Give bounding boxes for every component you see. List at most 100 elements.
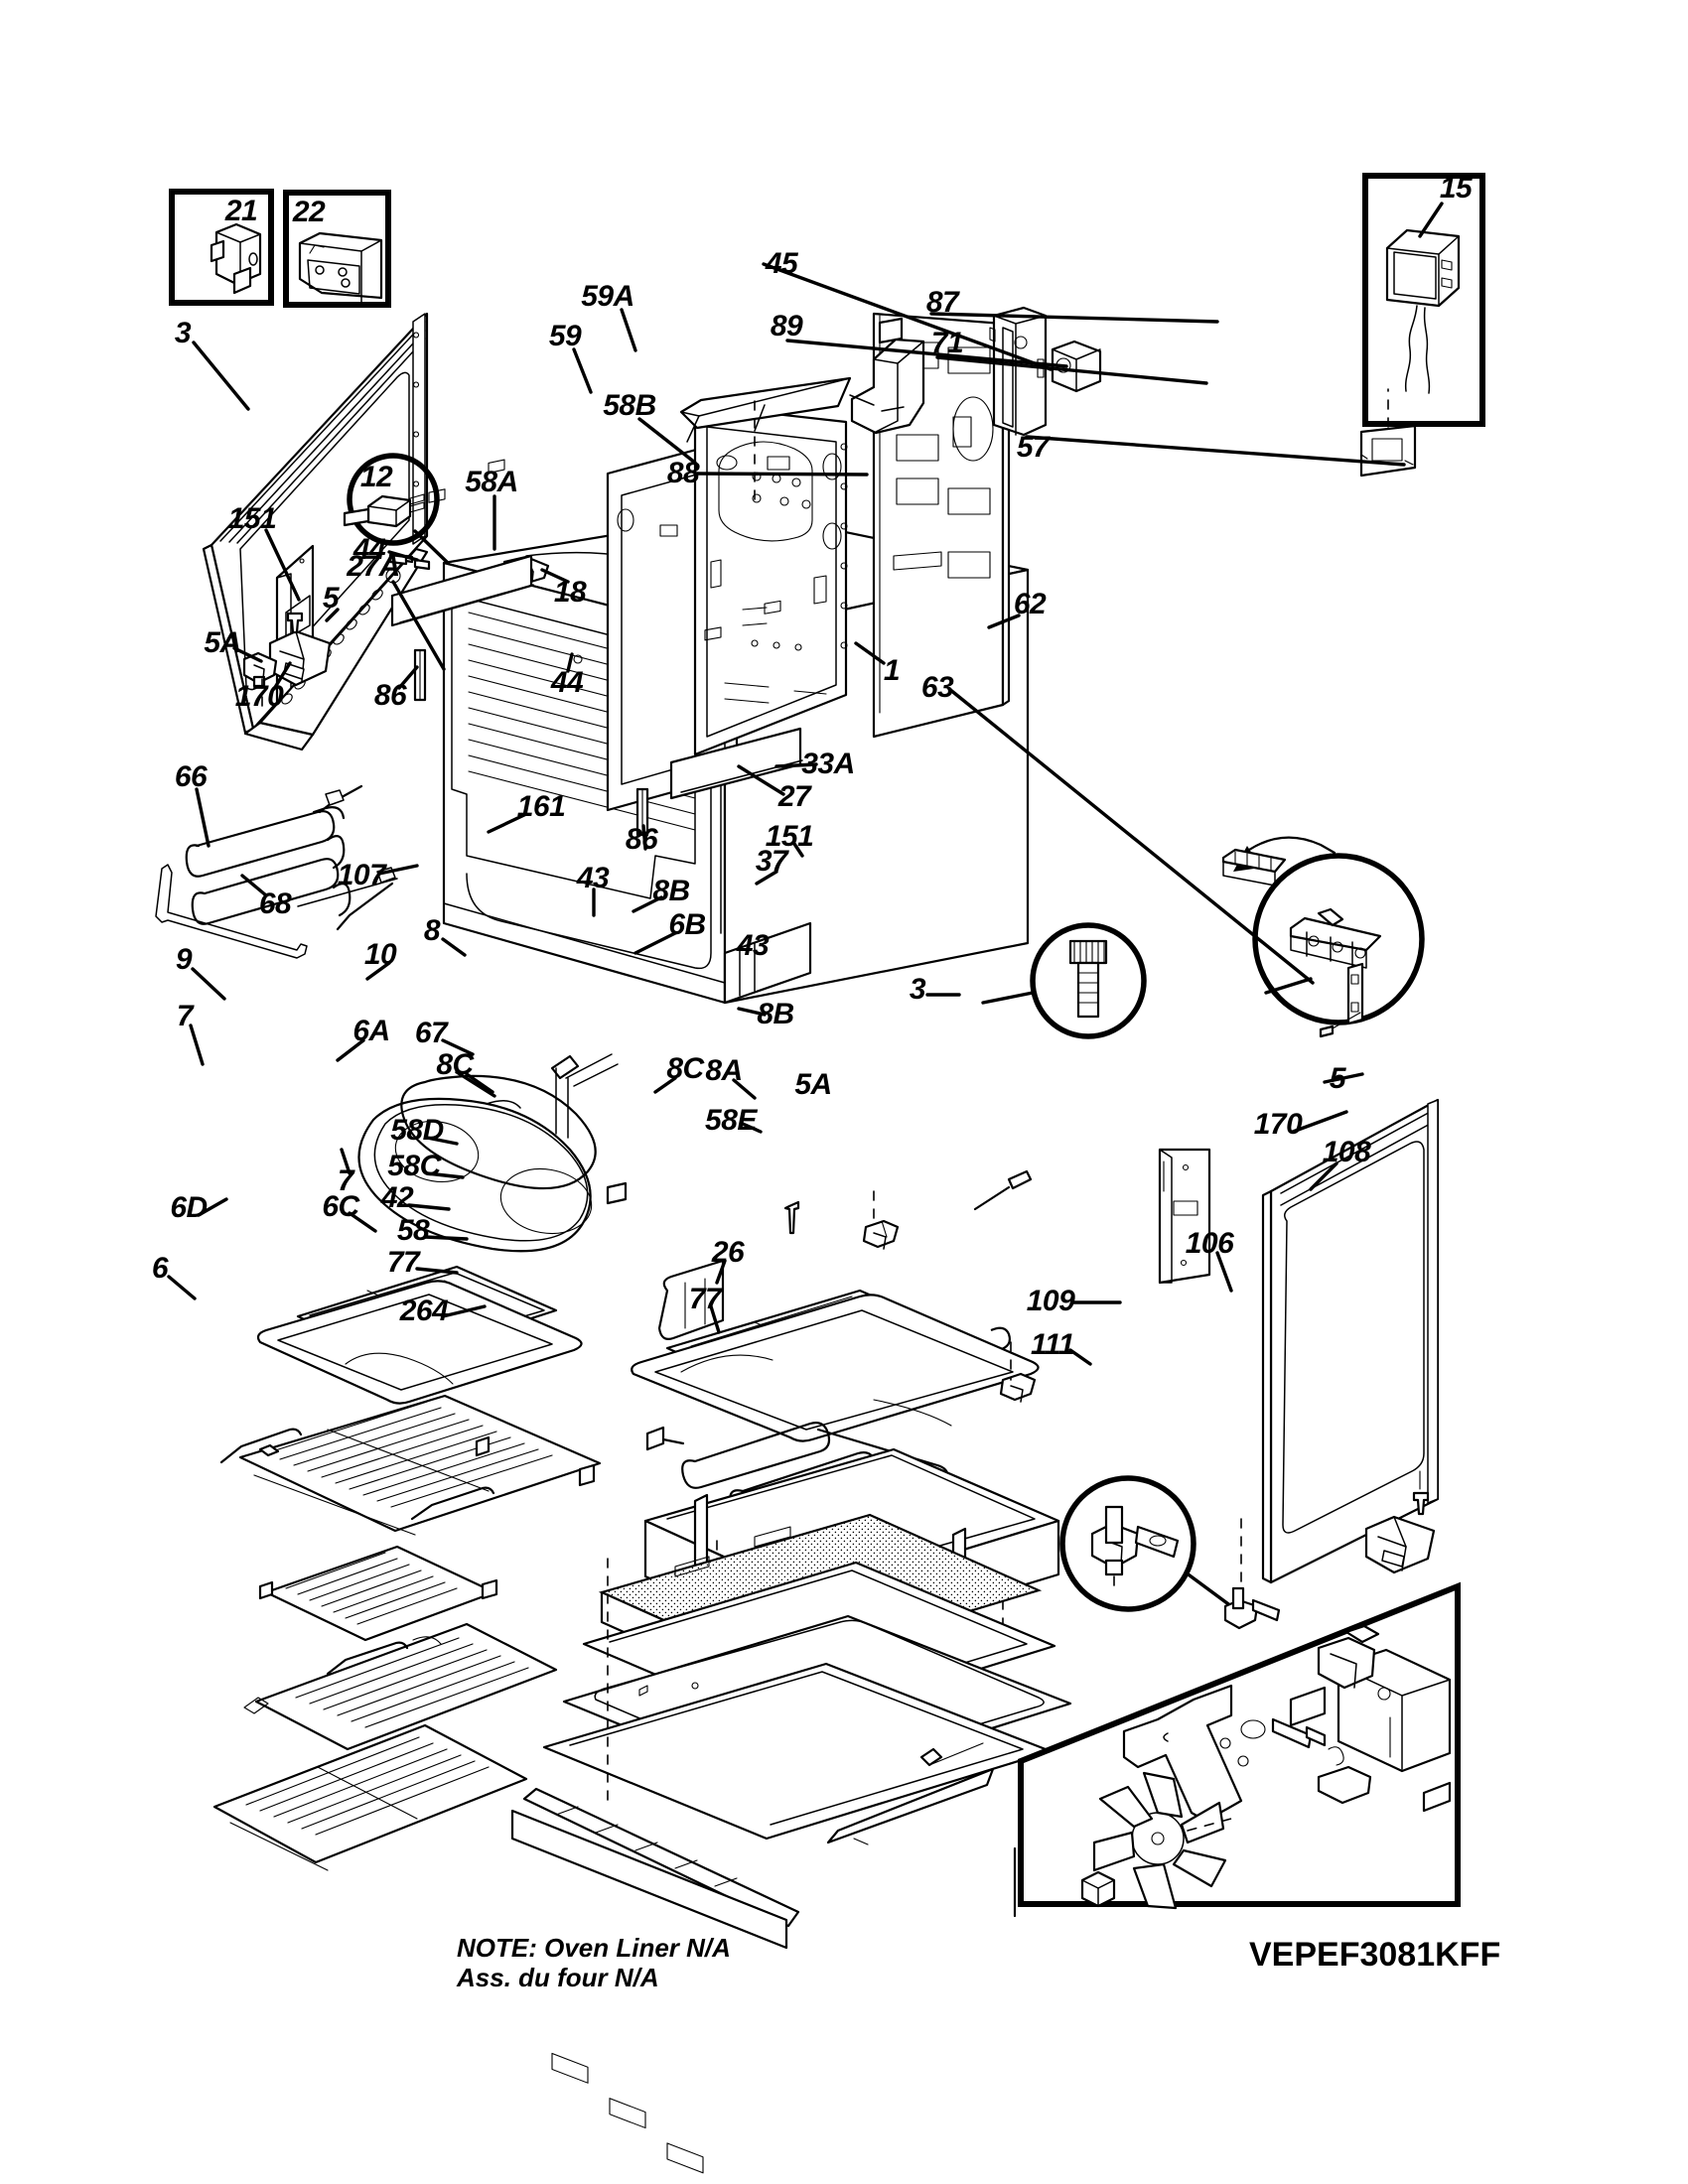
inset-box-blower [1018, 1581, 1461, 1910]
callout-5: 5 [322, 582, 340, 614]
callout-86: 86 [625, 823, 658, 856]
callout-3: 3 [174, 317, 192, 349]
callout-77: 77 [688, 1283, 722, 1315]
callout-62: 62 [1013, 588, 1047, 620]
callout-106: 106 [1185, 1227, 1234, 1260]
callout-58a: 58A [465, 466, 518, 498]
callout-58c: 58C [387, 1150, 441, 1182]
callout-86: 86 [373, 679, 407, 712]
part-6-oven-rack [212, 1723, 528, 1871]
part-161-gasket [400, 1053, 619, 1190]
part-111-fan-nut [1080, 1870, 1116, 1908]
part-6a-oven-rack [238, 1394, 602, 1536]
part-27a-side-rail [390, 459, 534, 627]
callout-170: 170 [1253, 1108, 1303, 1141]
callout-9: 9 [175, 943, 193, 976]
part-6d-oven-rack [258, 1545, 498, 1642]
part-89-bracket [1051, 340, 1102, 393]
part-151-right-latch-bracket [1158, 1148, 1211, 1285]
callout-26: 26 [711, 1236, 745, 1269]
detail-circle-12 [343, 453, 440, 546]
note-line-1: NOTE: Oven Liner N/A [457, 1933, 731, 1963]
inset-box-21 [169, 189, 274, 306]
part-170-right-hinge [1364, 1515, 1436, 1574]
inset-box-22 [283, 190, 391, 308]
part-26-drawer-rail [919, 1742, 984, 1767]
callout-66: 66 [174, 760, 208, 793]
callout-58: 58 [396, 1214, 430, 1247]
callout-67: 67 [414, 1017, 448, 1049]
callout-18: 18 [553, 576, 587, 609]
callout-44: 44 [550, 666, 584, 699]
part-43-thumb-screw [1068, 939, 1108, 1019]
part-5-right-screw [1412, 1470, 1430, 1516]
callout-44: 44 [352, 533, 386, 566]
callout-58d: 58D [390, 1114, 444, 1147]
callout-59a: 59A [581, 280, 634, 313]
callout-77: 77 [386, 1246, 420, 1279]
callout-22: 22 [292, 196, 326, 228]
callout-45: 45 [765, 247, 798, 280]
callout-7: 7 [337, 1164, 354, 1197]
model-number-label: VEPEF3081KFF [1249, 1936, 1501, 1974]
callout-5a: 5A [204, 626, 241, 659]
callout-151: 151 [227, 502, 277, 535]
part-86-support-rods [413, 648, 649, 837]
callout-58b: 58B [603, 389, 656, 422]
part-21-igniter-switch [210, 222, 262, 295]
callout-6d: 6D [170, 1191, 208, 1224]
diagram-note: NOTE: Oven Liner N/A Ass. du four N/A [457, 1933, 731, 1993]
callout-8b: 8B [757, 998, 794, 1030]
part-33a-duct [723, 921, 812, 1005]
callout-15: 15 [1439, 172, 1473, 205]
part-87-tab [878, 317, 904, 344]
part-77-drawer-rail-left [522, 1787, 800, 1928]
callout-21: 21 [224, 195, 258, 227]
leader-43-circle [981, 991, 1035, 1005]
callout-111: 111 [1030, 1328, 1075, 1361]
detail-circle-43 [1030, 922, 1147, 1039]
callout-68: 68 [258, 887, 292, 920]
callout-43: 43 [576, 862, 610, 894]
part-9-broiler-pan [256, 1280, 583, 1405]
leader-5a-right [1184, 1570, 1233, 1608]
part-5a-right-leveling-leg [1090, 1505, 1180, 1576]
callout-6b: 6B [668, 908, 706, 941]
callout-58e: 58E [705, 1104, 757, 1137]
callout-108: 108 [1322, 1136, 1371, 1168]
detail-circle-5a [1059, 1475, 1196, 1612]
callout-6a: 6A [352, 1015, 390, 1047]
part-264-kickplate [510, 1809, 788, 2174]
part-62-switch-assembly [1289, 907, 1382, 969]
part-59a-vent-duct [849, 338, 925, 435]
part-57-vent-cover [1359, 424, 1417, 478]
callout-8c: 8C [436, 1048, 474, 1081]
part-45-bracket [989, 306, 1048, 437]
part-8-oven-bottom [631, 1294, 1040, 1442]
part-63-mounting-plate [1319, 962, 1364, 1038]
callout-5: 5 [1329, 1062, 1346, 1095]
callout-42: 42 [380, 1181, 414, 1214]
callout-27: 27 [777, 780, 811, 813]
leader-12 [413, 529, 450, 565]
detail-circle-62 [1252, 853, 1425, 1038]
callout-264: 264 [399, 1295, 449, 1327]
callout-10: 10 [363, 938, 397, 971]
part-43-screw-small [783, 1200, 800, 1235]
callout-151: 151 [765, 820, 814, 853]
callout-8a: 8A [705, 1054, 743, 1087]
leader-63 [1264, 977, 1313, 995]
note-line-2: Ass. du four N/A [457, 1962, 659, 1992]
callout-5a: 5A [794, 1068, 832, 1101]
callout-170: 170 [234, 680, 284, 713]
callout-33a: 33A [801, 748, 855, 780]
part-7-rack-guides [219, 1428, 495, 1676]
part-15-oven-light-assembly [1385, 228, 1461, 394]
callout-88: 88 [666, 457, 700, 489]
part-3-right-oven-door [1261, 1098, 1440, 1584]
callout-12: 12 [359, 461, 393, 493]
part-59-vent-tube [679, 376, 852, 443]
callout-89: 89 [770, 310, 803, 342]
part-108-convection-motor [1289, 1624, 1452, 1813]
callout-57: 57 [1016, 431, 1050, 464]
